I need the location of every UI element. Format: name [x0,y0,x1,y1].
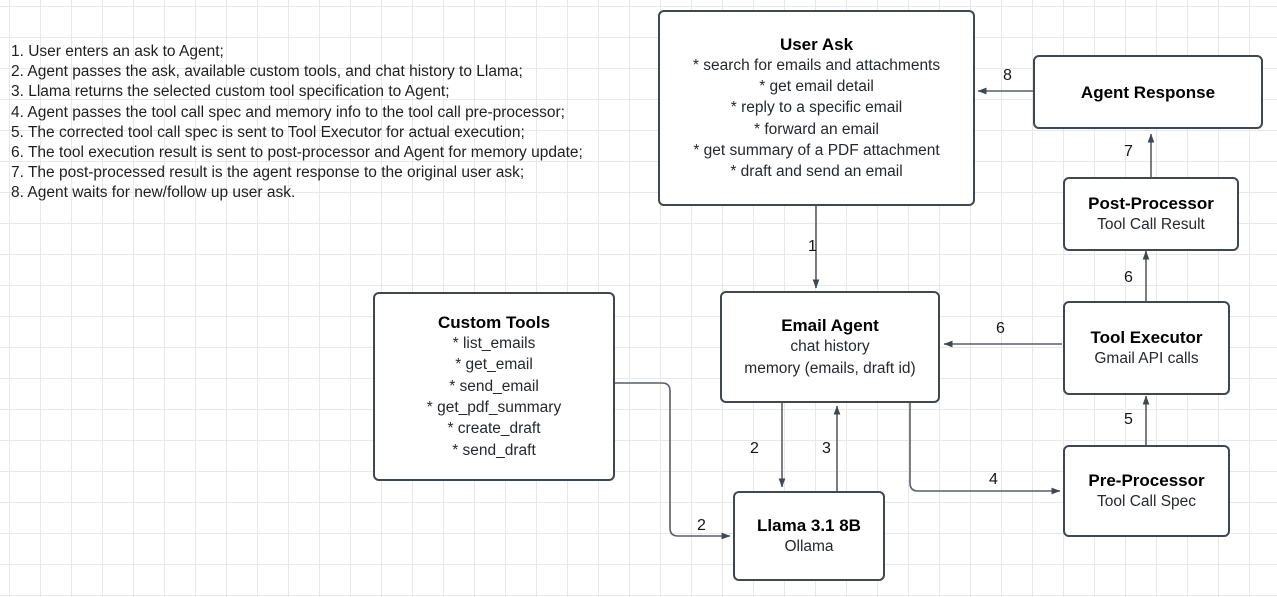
node-pre-processor[interactable]: Pre-Processor Tool Call Spec [1063,445,1230,537]
node-email-agent-line-2: memory (emails, draft id) [744,359,916,377]
node-tool-executor-title: Tool Executor [1090,327,1203,347]
node-pre-processor-title: Pre-Processor [1088,470,1205,490]
edge-label-5: 5 [1124,411,1133,428]
node-post-processor[interactable]: Post-Processor Tool Call Result [1063,177,1239,251]
edge-label-6-post: 6 [1124,269,1133,286]
node-agent-response[interactable]: Agent Response [1033,55,1263,129]
node-user-ask-line-5: * get summary of a PDF attachment [693,141,940,159]
edge-email-agent-to-pre-processor [909,403,1061,495]
edge-label-2-tools: 2 [697,517,706,534]
edge-label-6-agent: 6 [996,320,1005,337]
node-email-agent[interactable]: Email Agent chat history memory (emails,… [720,291,940,403]
node-llama-line-1: Ollama [784,537,834,555]
node-llama-title: Llama 3.1 8B [757,515,861,535]
legend-step-8: 8. Agent waits for new/follow up user as… [11,184,296,202]
legend-step-3: 3. Llama returns the selected custom too… [11,83,450,101]
node-custom-tools-line-4: * get_pdf_summary [426,399,562,416]
node-agent-response-title: Agent Response [1080,82,1216,102]
edge-custom-tools-to-llama [615,382,731,540]
node-user-ask-line-6: * draft and send an email [730,163,903,181]
node-custom-tools[interactable]: Custom Tools * list_emails * get_email *… [373,292,615,481]
node-user-ask-title: User Ask [779,34,854,54]
node-custom-tools-line-2: * get_email [455,356,533,374]
node-email-agent-line-1: chat history [790,338,870,356]
edge-label-7: 7 [1124,143,1133,160]
node-post-processor-title: Post-Processor [1088,193,1214,213]
edge-label-1: 1 [808,238,817,255]
edge-label-4: 4 [989,471,998,488]
legend-step-6: 6. The tool execution result is sent to … [11,143,583,161]
node-post-processor-line-1: Tool Call Result [1097,215,1205,233]
node-custom-tools-line-1: * list_emails [452,335,536,353]
node-custom-tools-title: Custom Tools [437,313,551,333]
node-user-ask-line-4: * forward an email [754,120,879,138]
node-email-agent-title: Email Agent [781,316,879,336]
legend-step-7: 7. The post-processed result is the agen… [11,164,525,182]
node-tool-executor-line-1: Gmail API calls [1094,349,1199,367]
node-custom-tools-line-3: * send_email [449,377,539,395]
legend-step-4: 4. Agent passes the tool call spec and m… [11,103,565,121]
legend-step-2: 2. Agent passes the ask, available custo… [11,63,523,81]
edge-label-3: 3 [822,440,831,457]
node-custom-tools-line-5: * create_draft [447,420,541,438]
node-tool-executor[interactable]: Tool Executor Gmail API calls [1063,301,1230,395]
node-user-ask-line-3: * reply to a specific email [730,99,903,117]
node-llama[interactable]: Llama 3.1 8B Ollama [733,491,885,581]
edge-label-2-agent: 2 [750,440,759,457]
node-user-ask[interactable]: User Ask * search for emails and attachm… [658,10,975,206]
legend-step-5: 5. The corrected tool call spec is sent … [11,123,525,141]
legend-step-1: 1. User enters an ask to Agent; [11,43,224,60]
node-pre-processor-line-1: Tool Call Spec [1096,492,1197,510]
legend-steps: 1. User enters an ask to Agent; 2. Agent… [11,42,583,204]
edge-label-8: 8 [1003,67,1012,84]
node-custom-tools-line-6: * send_draft [452,441,536,459]
node-user-ask-line-2: * get email detail [759,77,874,95]
node-user-ask-line-1: * search for emails and attachments [692,56,941,74]
